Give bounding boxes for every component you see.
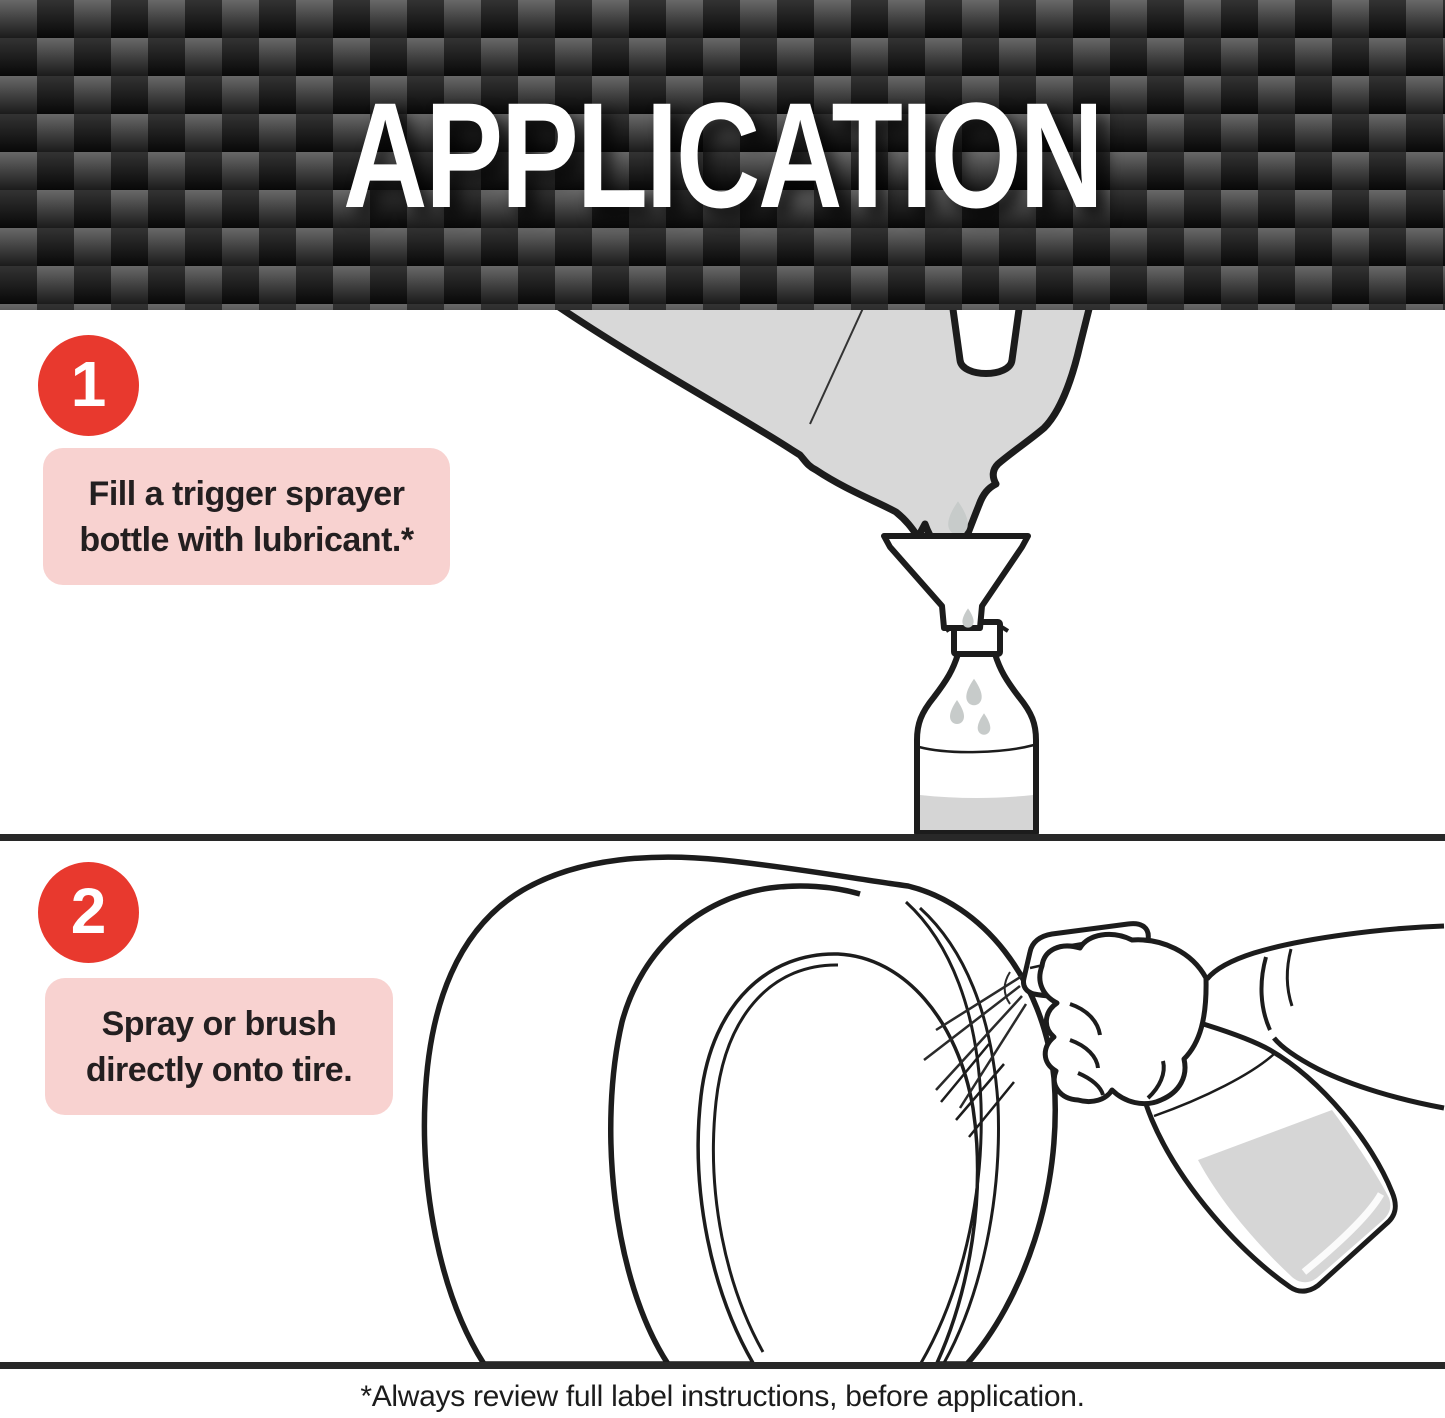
tire-bead-ring-line-1 bbox=[904, 900, 983, 1364]
tire-bead-ring-line-2 bbox=[918, 906, 1000, 1364]
step-1-caption-line-1: Fill a trigger sprayer bbox=[88, 474, 405, 513]
section-divider-line bbox=[0, 834, 1445, 841]
spray-mist-lines bbox=[923, 971, 1028, 1109]
step-1-caption-line-2: bottle with lubricant.* bbox=[79, 520, 414, 559]
cuff-creases bbox=[1259, 948, 1294, 1031]
step-1-number: 1 bbox=[70, 347, 107, 420]
step-1-callout: Fill a trigger sprayer bottle with lubri… bbox=[43, 448, 450, 585]
banner-title: APPLICATION bbox=[343, 71, 1104, 239]
step-2-caption-line-1: Spray or brush bbox=[101, 1004, 337, 1043]
sleeve-lines bbox=[1205, 923, 1445, 1111]
tire-hatch-lines bbox=[940, 1043, 1015, 1138]
footer-disclaimer: *Always review full label instructions, … bbox=[360, 1380, 1085, 1413]
jug-crease-line bbox=[809, 305, 865, 425]
step-2-illustration bbox=[421, 854, 1445, 1367]
sprayer-liquid-highlight bbox=[1301, 1192, 1385, 1275]
jug-icon bbox=[552, 301, 1094, 558]
spray-bottle-icon bbox=[914, 651, 1039, 836]
step-2-badge: 2 bbox=[38, 862, 139, 963]
step-2-number: 2 bbox=[70, 874, 107, 947]
tire-front-rim-arc bbox=[608, 883, 861, 1366]
finger-creases bbox=[1069, 1002, 1166, 1100]
bottle-shoulder-line bbox=[918, 743, 1035, 754]
step-1-illustration bbox=[552, 301, 1094, 836]
funnel-icon bbox=[881, 533, 1031, 631]
step-1-badge: 1 bbox=[38, 335, 139, 436]
jug-handle-cutout bbox=[948, 301, 1024, 377]
step-2-callout: Spray or brush directly onto tire. bbox=[45, 978, 393, 1115]
tire-hole-inner-line bbox=[711, 963, 839, 1353]
application-banner: APPLICATION bbox=[0, 0, 1445, 310]
hand-outline bbox=[1037, 931, 1209, 1107]
ground-line bbox=[0, 1362, 1445, 1369]
gloved-hand-icon bbox=[1037, 923, 1445, 1111]
bottle-liquid bbox=[920, 795, 1033, 830]
step-2-caption-line-2: directly onto tire. bbox=[85, 1050, 353, 1089]
tire-illustration bbox=[421, 854, 1058, 1367]
carbon-fiber-texture bbox=[0, 0, 1445, 310]
sprayer-body-crease bbox=[1153, 1053, 1275, 1118]
